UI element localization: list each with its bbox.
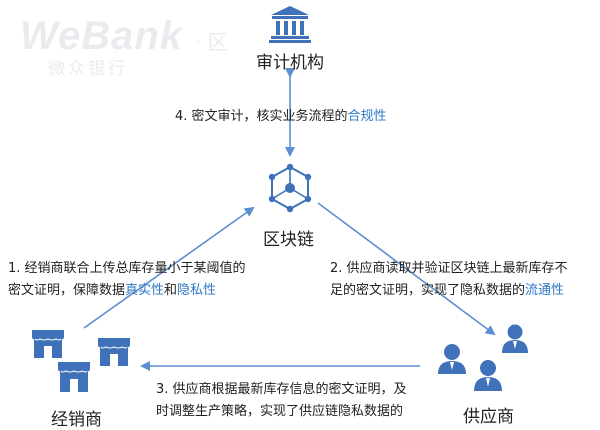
step1-line1: 1. 经销商联合上传总库存量小于某阈值的 [8,261,246,276]
step1-text: 1. 经销商联合上传总库存量小于某阈值的 密文证明，保障数据真实性和隐私性 [8,258,246,302]
audit-institution-label: 审计机构 [256,53,324,73]
step1-line2-prefix: 密文证明，保障数据 [8,283,126,298]
bank-building-icon [269,6,311,43]
store-a [32,330,64,358]
step1-line2-mid: 和 [164,283,178,298]
person-center [474,360,502,391]
step2-highlight: 流通性 [525,283,565,298]
step2-text: 2. 供应商读取并验证区块链上最新库存不 足的密文证明，实现了隐私数据的流通性 [330,258,568,302]
store-b [98,338,130,366]
person-right [502,324,528,353]
step4-text: 4. 密文审计，核实业务流程的合规性 [175,106,387,128]
step1-line2: 密文证明，保障数据真实性和隐私性 [8,280,246,302]
arrow-blockchain-to-supplier [317,202,496,336]
step4-highlight: 合规性 [347,109,387,124]
supplier-label: 供应商 [463,407,514,427]
step3-line1: 3. 供应商根据最新库存信息的密文证明，及 [156,382,407,397]
step3-text: 3. 供应商根据最新库存信息的密文证明，及 时调整生产策略，实现了供应链隐私数据… [156,379,407,423]
step1-highlight-authenticity: 真实性 [125,283,165,298]
dealer-label: 经销商 [51,410,102,430]
storefront-icon [32,330,130,392]
step2-line1: 2. 供应商读取并验证区块链上最新库存不 [330,261,568,276]
step4-prefix: 4. 密文审计，核实业务流程的 [175,109,348,124]
people-group-icon [438,324,528,391]
step3-line2: 时调整生产策略，实现了供应链隐私数据的 [156,404,404,419]
step2-line2-prefix: 足的密文证明，实现了隐私数据的 [330,283,526,298]
arrow-dealer-to-blockchain [83,206,255,329]
step1-highlight-privacy: 隐私性 [177,283,217,298]
person-left [438,344,466,374]
step2-line2: 足的密文证明，实现了隐私数据的流通性 [330,280,568,302]
store-c [58,362,90,392]
blockchain-cube-icon [268,163,312,213]
blockchain-label: 区块链 [263,230,314,250]
